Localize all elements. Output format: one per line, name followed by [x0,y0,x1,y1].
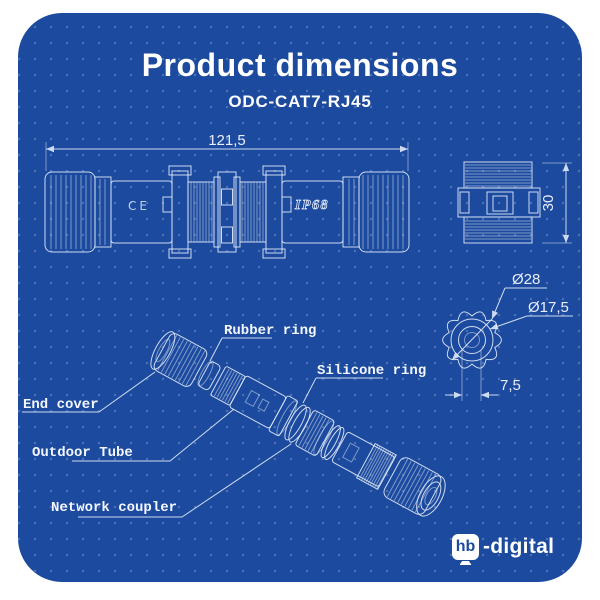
hb-logo-stand [459,561,472,565]
blueprint-card: Product dimensions ODC-CAT7-RJ45 [18,13,582,582]
logo-suffix: -digital [483,535,555,558]
page-title: Product dimensions [141,47,459,83]
hb-digital-logo: hb -digital [452,534,554,565]
product-model: ODC-CAT7-RJ45 [228,92,372,111]
hb-logo-mark: hb [452,534,479,565]
hb-logo-text: hb [452,534,479,560]
